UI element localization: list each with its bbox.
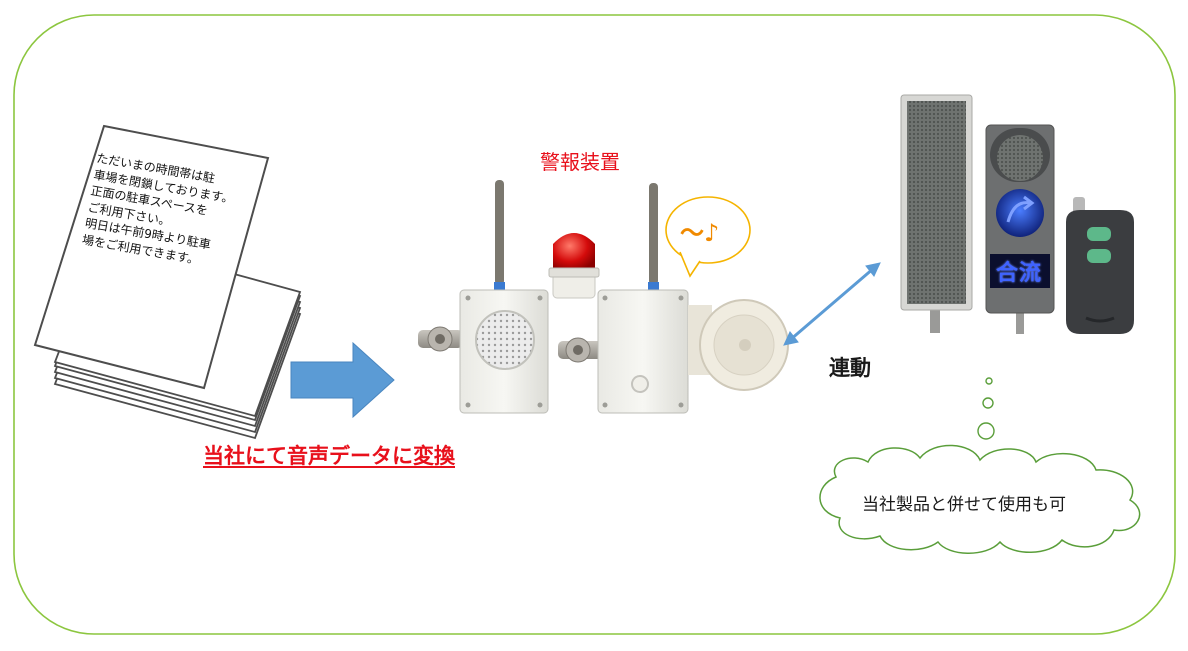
alarm-device-label: 警報装置 <box>540 150 620 174</box>
remote-control <box>1066 197 1134 334</box>
combine-cloud <box>819 444 1141 554</box>
signal-sign-text: 合流 <box>995 261 1042 286</box>
combine-label: 当社製品と併せて使用も可 <box>862 495 1066 515</box>
right-arrow-icon <box>290 341 395 419</box>
thought-bubbles <box>977 377 995 440</box>
led-sign-board <box>900 94 973 333</box>
siren-horn-device <box>558 183 789 414</box>
speaker-device <box>418 180 600 414</box>
convert-label: 当社にて音声データに変換 <box>203 444 455 468</box>
double-arrow-icon <box>783 262 881 346</box>
paper-stack-icon <box>33 124 302 440</box>
traffic-signal <box>985 124 1055 334</box>
melody-bubble <box>665 196 751 278</box>
melody-note-icon: ～♪ <box>680 219 720 247</box>
link-label: 連動 <box>829 356 871 380</box>
outer-frame <box>13 14 1176 635</box>
